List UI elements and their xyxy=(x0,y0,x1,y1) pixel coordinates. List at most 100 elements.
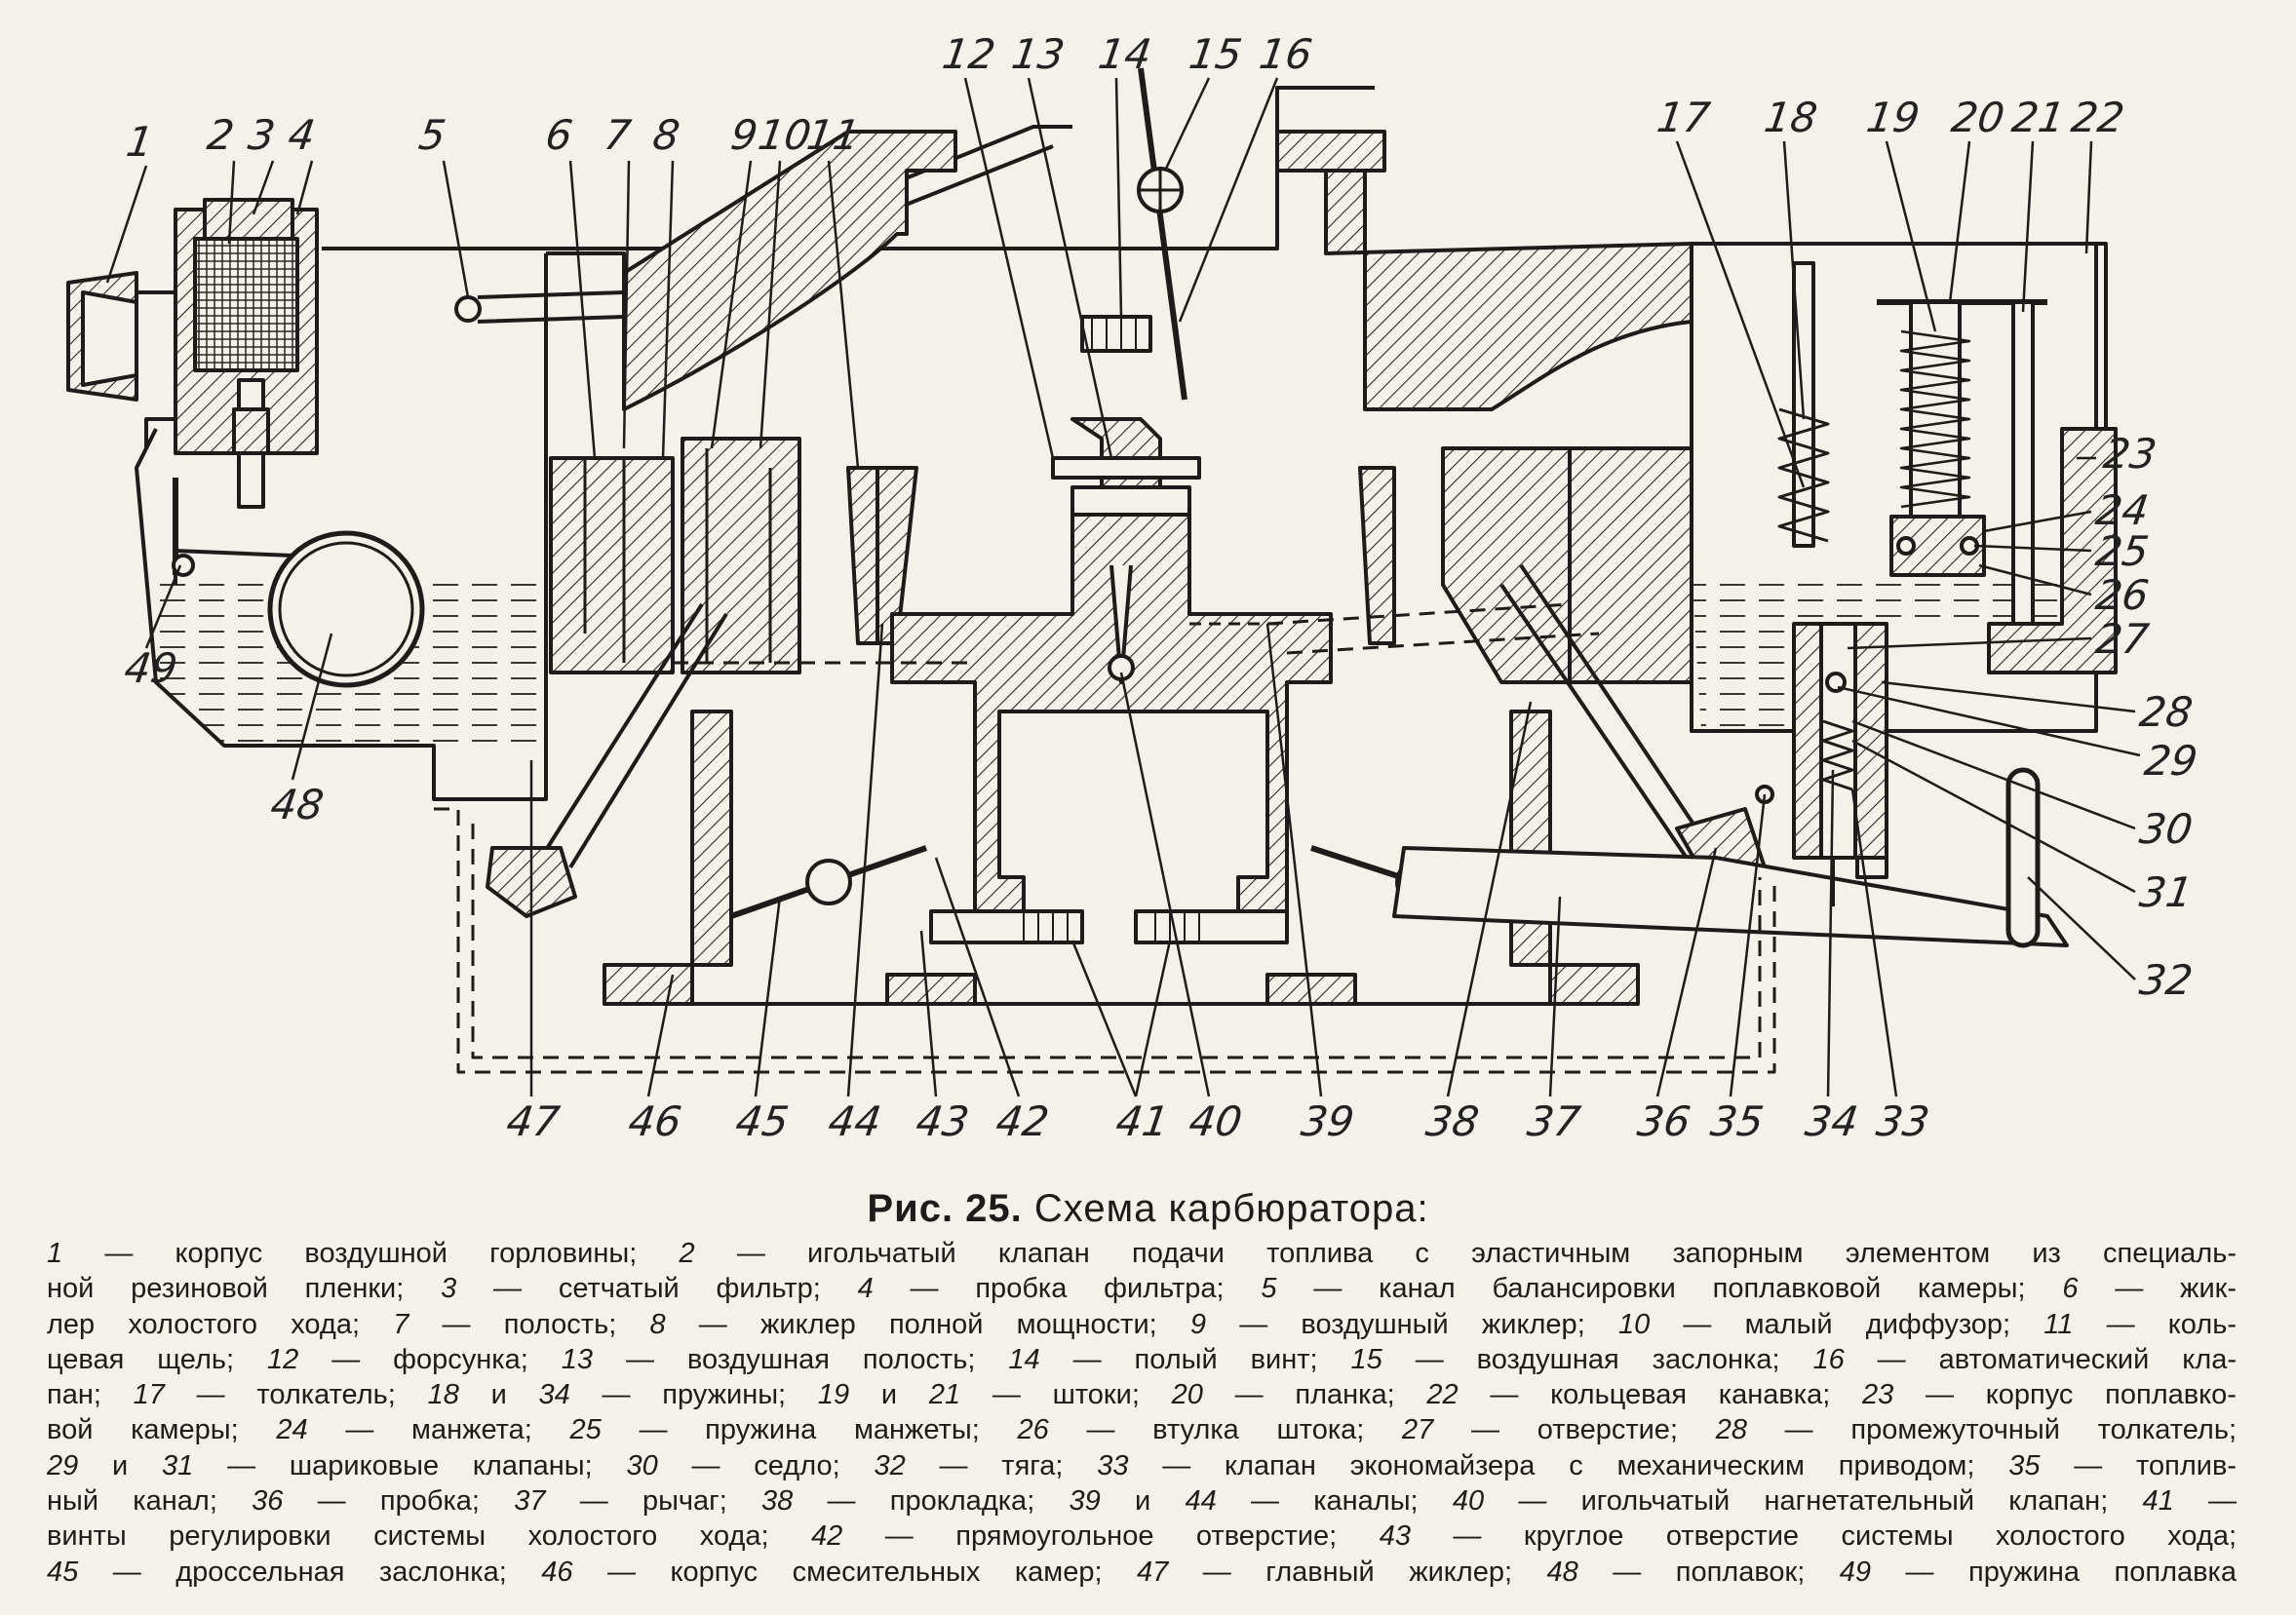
legend-text: — дроссельная заслонка; xyxy=(78,1556,542,1588)
part-label-45: 45 xyxy=(732,1097,792,1145)
legend-text: — штоки; xyxy=(960,1379,1172,1411)
part-label-22: 22 xyxy=(2068,94,2127,141)
float-chamber-housing xyxy=(1987,427,2118,674)
part-label-44: 44 xyxy=(825,1097,884,1145)
leader-line xyxy=(105,165,148,284)
legend-text: вой камеры; xyxy=(47,1414,277,1446)
legend-row: вой камеры; 24 — манжета; 25 — пружина м… xyxy=(47,1412,2237,1447)
legend-text: — главный жиклер; xyxy=(1168,1556,1547,1588)
part-label-38: 38 xyxy=(1422,1097,1482,1145)
part-label-36: 36 xyxy=(1634,1097,1693,1145)
leader-line xyxy=(1027,77,1113,459)
legend-text: — кольцевая канавка; xyxy=(1458,1379,1863,1411)
legend-number: 3 xyxy=(441,1273,457,1305)
small-diffuser-left xyxy=(681,437,801,674)
part-label-42: 42 xyxy=(992,1097,1052,1145)
legend-text: — манжета; xyxy=(307,1414,570,1446)
leader-line xyxy=(759,160,782,449)
nozzle-assembly xyxy=(890,417,1333,938)
legend-number: 19 xyxy=(817,1379,850,1411)
carburetor-diagram xyxy=(66,67,2141,1097)
leader-line xyxy=(1851,739,2136,894)
legend-row: пан; 17 — толкатель; 18 и 34 — пружины; … xyxy=(47,1377,2237,1412)
legend-text: цевая щель; xyxy=(47,1343,267,1375)
leader-line xyxy=(1655,847,1718,1097)
leader-line xyxy=(2084,140,2093,254)
part-label-14: 14 xyxy=(1095,30,1154,78)
legend-text: — пробка; xyxy=(283,1485,515,1518)
legend-text: — канал балансировки поплавковой камеры; xyxy=(1276,1273,2063,1305)
legend-number: 35 xyxy=(2008,1449,2041,1481)
leader-line xyxy=(1978,563,2092,596)
legend-text: ной резиновой пленки; xyxy=(47,1273,442,1305)
legend-number: 41 xyxy=(2142,1485,2174,1518)
legend-text: — xyxy=(2173,1485,2237,1518)
leader-line xyxy=(661,160,675,459)
idle-screw-right xyxy=(1134,909,1289,944)
legend-number: 27 xyxy=(1402,1414,1434,1446)
legend-number: 17 xyxy=(133,1379,165,1411)
legend-number: 14 xyxy=(1008,1343,1040,1375)
leader-line xyxy=(754,896,782,1097)
part-label-25: 25 xyxy=(2092,527,2152,575)
legend-number: 2 xyxy=(679,1238,695,1269)
leader-line xyxy=(1826,769,1835,1097)
leader-line xyxy=(646,974,675,1097)
leader-line xyxy=(1851,719,2136,830)
upper-body-left xyxy=(622,130,957,411)
part-label-26: 26 xyxy=(2092,571,2152,619)
part-label-24: 24 xyxy=(2092,486,2152,534)
legend-text: ный канал; xyxy=(47,1485,253,1518)
legend-number: 23 xyxy=(1862,1379,1894,1411)
leader-line xyxy=(1885,140,1937,332)
legend-number: 20 xyxy=(1171,1379,1203,1411)
air-damper xyxy=(1138,67,1187,401)
legend-number: 28 xyxy=(1715,1414,1747,1446)
part-label-48: 48 xyxy=(267,781,327,828)
pusher-spring xyxy=(1777,407,1830,543)
legend-number: 10 xyxy=(1617,1308,1651,1340)
legend-number: 47 xyxy=(1137,1556,1169,1588)
legend-row: ной резиновой пленки; 3 — сетчатый фильт… xyxy=(47,1271,2237,1306)
leader-line xyxy=(1782,140,1806,420)
legend-number: 44 xyxy=(1185,1485,1217,1518)
legend-number: 40 xyxy=(1452,1485,1485,1518)
part-label-18: 18 xyxy=(1761,94,1820,141)
legend-text: — пружины; xyxy=(569,1379,818,1411)
part-label-30: 30 xyxy=(2136,805,2196,853)
legend-number: 4 xyxy=(857,1273,874,1305)
legend-number: 24 xyxy=(276,1414,308,1446)
leader-line xyxy=(1948,140,1971,303)
lever xyxy=(1392,846,2069,947)
figure-title: Схема карбюратора: xyxy=(1033,1187,1429,1230)
housing-top xyxy=(322,86,2108,431)
legend-text: — жик- xyxy=(2078,1273,2237,1305)
legend-text: — толкатель; xyxy=(164,1379,428,1411)
legend-row: винты регулировки системы холостого хода… xyxy=(47,1519,2237,1554)
part-label-47: 47 xyxy=(503,1097,563,1145)
legend-number: 18 xyxy=(427,1379,459,1411)
legend-number: 48 xyxy=(1546,1556,1578,1588)
legend-text: — прокладка; xyxy=(793,1485,1070,1518)
leader-line xyxy=(1548,896,1562,1097)
legend-text: — форсунка; xyxy=(298,1343,562,1375)
legend-number: 39 xyxy=(1069,1485,1101,1518)
legend-text: — малый диффузор; xyxy=(1650,1308,2044,1340)
legend-text: — воздушная полость; xyxy=(593,1343,1009,1375)
part-label-13: 13 xyxy=(1008,30,1068,78)
legend-row: 29 и 31 — шариковые клапаны; 30 — седло;… xyxy=(47,1448,2237,1483)
legend-text: — воздушная заслонка; xyxy=(1381,1343,1813,1375)
part-label-49: 49 xyxy=(121,644,180,692)
legend-text: — полость; xyxy=(409,1308,650,1340)
legend-number: 8 xyxy=(649,1308,666,1340)
legend-text: — втулка штока; xyxy=(1048,1414,1403,1446)
legend-number: 5 xyxy=(1261,1273,1277,1305)
legend-number: 25 xyxy=(569,1414,602,1446)
part-label-17: 17 xyxy=(1654,94,1713,141)
legend-text: — пробка фильтра; xyxy=(873,1273,1262,1305)
legend-row: ный канал; 36 — пробка; 37 — рычаг; 38 —… xyxy=(47,1483,2237,1519)
leader-line xyxy=(2021,140,2035,313)
float xyxy=(267,530,425,688)
legend-number: 11 xyxy=(2043,1308,2074,1340)
dashed-channel xyxy=(434,807,1776,1074)
